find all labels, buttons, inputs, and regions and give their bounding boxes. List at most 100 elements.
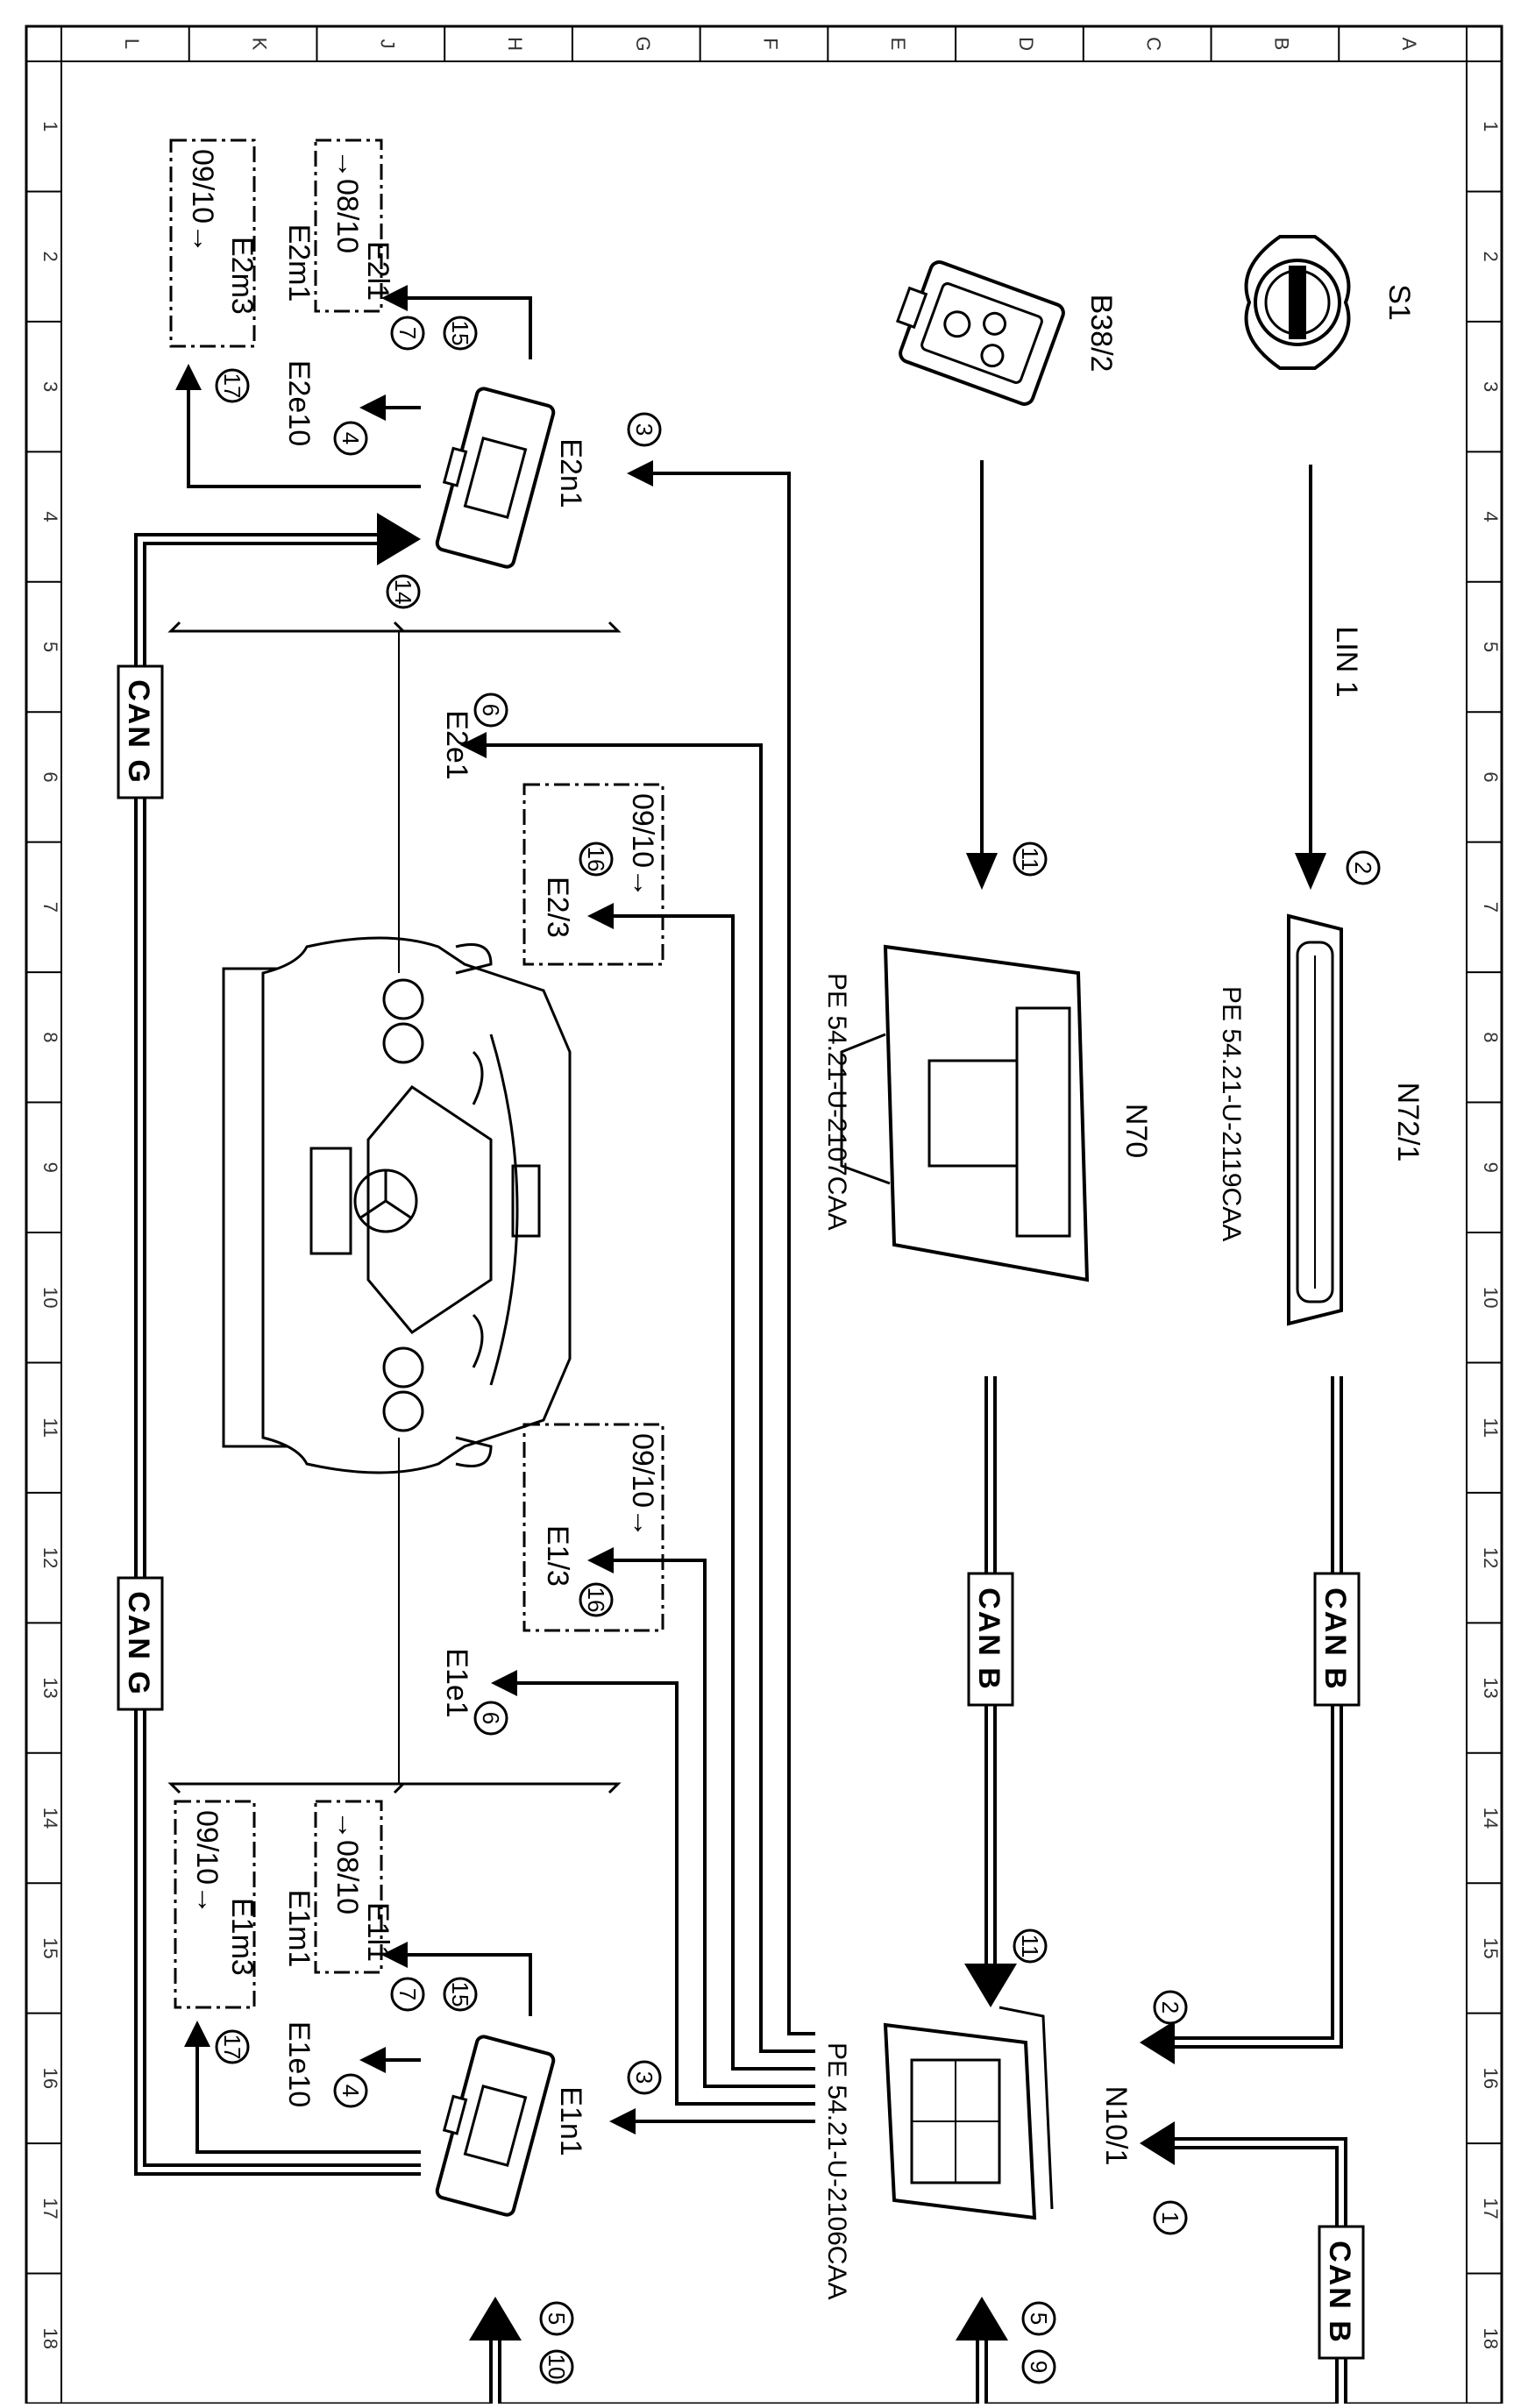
bracket-bottom bbox=[167, 1782, 622, 1794]
marker-5-left: 5 bbox=[539, 2301, 574, 2336]
grid-col-label: H bbox=[504, 37, 526, 51]
e2l1-box bbox=[314, 139, 383, 313]
e2m3-box bbox=[169, 139, 256, 348]
e2-3-label: E2/3 bbox=[541, 877, 574, 938]
e1n1-arrowheads bbox=[184, 1942, 408, 2073]
e1n1-label: E1n1 bbox=[554, 2086, 587, 2156]
grid-row-label: 10 bbox=[1480, 1287, 1502, 1308]
marker-17-bottom-text: 17 bbox=[219, 2035, 245, 2060]
grid-col-label: A bbox=[1398, 38, 1420, 51]
marker-4-top-text: 4 bbox=[338, 432, 364, 444]
e2n1-arrowheads bbox=[175, 285, 408, 421]
marker-7-bottom: 7 bbox=[390, 1977, 425, 2012]
marker-11-top-text: 11 bbox=[1017, 848, 1043, 871]
e1-3-label: E1/3 bbox=[541, 1525, 574, 1587]
e2l1-label: E2l1 bbox=[361, 241, 394, 301]
can-b-text-1: CAN B bbox=[1318, 1588, 1352, 1691]
e2e1-label: E2e1 bbox=[440, 710, 473, 779]
e2-3-box bbox=[522, 783, 665, 966]
e2n1-label: E2n1 bbox=[554, 438, 587, 508]
grid-row-label: 18 bbox=[39, 2328, 61, 2349]
e1-3-box bbox=[522, 1423, 665, 1632]
e1m3-label: E1m3 bbox=[225, 1898, 259, 1976]
grid-row-label: 15 bbox=[39, 1937, 61, 1958]
e1l1-box bbox=[314, 1800, 383, 1974]
n10-signal-lines bbox=[487, 472, 815, 2123]
grid-row-label: 6 bbox=[39, 771, 61, 782]
marker-16-top: 16 bbox=[579, 842, 614, 877]
n72-1-ref: PE 54.21-U-2119CAA bbox=[1217, 986, 1246, 1241]
marker-16-top-text: 16 bbox=[583, 847, 609, 872]
marker-1: 1 bbox=[1153, 2200, 1188, 2235]
grid-col-label: E bbox=[887, 38, 909, 51]
grid-col-label: B bbox=[1270, 38, 1292, 51]
e1m3-date: 09/10→ bbox=[190, 1810, 224, 1914]
marker-5-right-text: 5 bbox=[1026, 2312, 1052, 2325]
n10-1-ref: PE 54.21-U-2106CAA bbox=[822, 2042, 851, 2300]
e2n1-control-unit bbox=[435, 387, 556, 569]
marker-15-top-text: 15 bbox=[447, 321, 473, 346]
marker-9: 9 bbox=[1021, 2349, 1056, 2384]
n70-ref: PE 54.21-U-2107CAA bbox=[822, 973, 851, 1231]
marker-6-top: 6 bbox=[473, 693, 508, 728]
marker-5-left-text: 5 bbox=[544, 2312, 570, 2325]
grid-col-label: K bbox=[249, 38, 271, 51]
e2m3-label: E2m3 bbox=[225, 237, 259, 315]
marker-2-bottom: 2 bbox=[1153, 1990, 1188, 2025]
s1-switch bbox=[1244, 235, 1351, 370]
marker-16-bottom-text: 16 bbox=[583, 1588, 609, 1613]
can-b-text-3: CAN B bbox=[1323, 2241, 1356, 2344]
n70-label: N70 bbox=[1119, 1104, 1153, 1158]
marker-3-top: 3 bbox=[627, 412, 662, 447]
grid-row-label: 5 bbox=[39, 642, 61, 652]
can-b-bus bbox=[984, 1376, 1347, 2404]
e1-3-date: 09/10→ bbox=[626, 1433, 659, 1538]
grid-col-label: G bbox=[632, 36, 654, 51]
marker-16-bottom: 16 bbox=[579, 1582, 614, 1617]
marker-3-bottom-text: 3 bbox=[631, 2071, 657, 2084]
marker-4-top: 4 bbox=[333, 421, 368, 456]
marker-7-top: 7 bbox=[390, 316, 425, 351]
grid-row-label: 1 bbox=[39, 121, 61, 131]
b38-2-sensor bbox=[895, 260, 1065, 406]
e1n1-control-unit bbox=[435, 2035, 556, 2217]
marker-6-bottom: 6 bbox=[473, 1701, 508, 1736]
bottom-incoming-left-arrow bbox=[469, 2297, 522, 2341]
can-g-text-1: CAN G bbox=[122, 679, 155, 785]
grid-row-label: 12 bbox=[1480, 1547, 1502, 1568]
grid-row-label: 13 bbox=[1480, 1677, 1502, 1698]
grid-col-label: C bbox=[1143, 37, 1165, 51]
s1-label: S1 bbox=[1382, 284, 1416, 321]
can-b-pill-3: CAN B bbox=[1318, 2225, 1365, 2360]
can-g-bus bbox=[134, 533, 421, 2176]
b38-n70-line bbox=[965, 460, 999, 891]
e1m1-label: E1m1 bbox=[282, 1890, 316, 1968]
marker-14-text: 14 bbox=[390, 579, 416, 605]
marker-15-top: 15 bbox=[443, 316, 478, 351]
grid-col-label: J bbox=[376, 39, 398, 49]
grid-row-label: 8 bbox=[39, 1032, 61, 1042]
bottom-incoming-right-arrow bbox=[956, 2297, 1008, 2341]
e2l1-date: →08/10 bbox=[330, 149, 364, 253]
marker-2-bottom-text: 2 bbox=[1157, 2001, 1183, 2014]
marker-6-bottom-text: 6 bbox=[478, 1712, 504, 1724]
e1l1-date: →08/10 bbox=[330, 1810, 364, 1914]
grid-row-label: 14 bbox=[39, 1808, 61, 1829]
n10-1-module bbox=[883, 2006, 1054, 2220]
grid-row-label: 8 bbox=[1480, 1032, 1502, 1042]
e2m1-label: E2m1 bbox=[282, 224, 316, 302]
marker-14: 14 bbox=[386, 574, 421, 609]
can-g-pill-1: CAN G bbox=[117, 664, 164, 799]
grid-row-label: 17 bbox=[1480, 2198, 1502, 2219]
can-b-pill-1: CAN B bbox=[1313, 1572, 1361, 1707]
grid-row-label: 10 bbox=[39, 1287, 61, 1308]
marker-7-top-text: 7 bbox=[394, 327, 421, 339]
marker-17-top: 17 bbox=[215, 368, 250, 403]
can-g-text-2: CAN G bbox=[122, 1591, 155, 1696]
marker-4-bottom-text: 4 bbox=[338, 2085, 364, 2097]
can-b-pill-2: CAN B bbox=[967, 1572, 1014, 1707]
marker-4-bottom: 4 bbox=[333, 2073, 368, 2108]
